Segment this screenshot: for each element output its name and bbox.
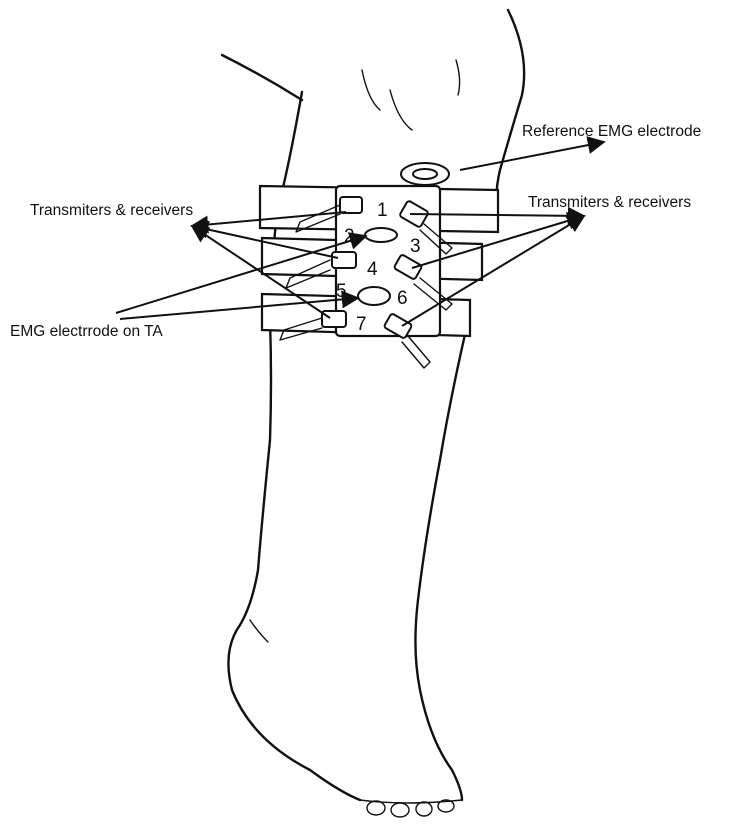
position-6: 6 [397, 288, 408, 309]
reference-electrode [401, 163, 449, 185]
position-1: 1 [377, 200, 388, 221]
label-tx-right: Transmiters & receivers [528, 194, 691, 211]
arrow-reference [460, 142, 604, 170]
sensor-left-1 [340, 197, 362, 213]
sensor-left-3 [322, 311, 346, 327]
label-tx-left: Transmiters & receivers [30, 202, 193, 219]
label-emg-ta: EMG electrrode on TA [10, 323, 163, 340]
leg-outline [222, 10, 524, 803]
position-4: 4 [367, 259, 378, 280]
label-reference: Reference EMG electrode [522, 123, 701, 140]
position-2: 2 [344, 226, 355, 247]
position-3: 3 [410, 236, 421, 257]
sensor-left-2 [332, 252, 356, 268]
position-5: 5 [336, 281, 347, 302]
position-7: 7 [356, 314, 367, 335]
